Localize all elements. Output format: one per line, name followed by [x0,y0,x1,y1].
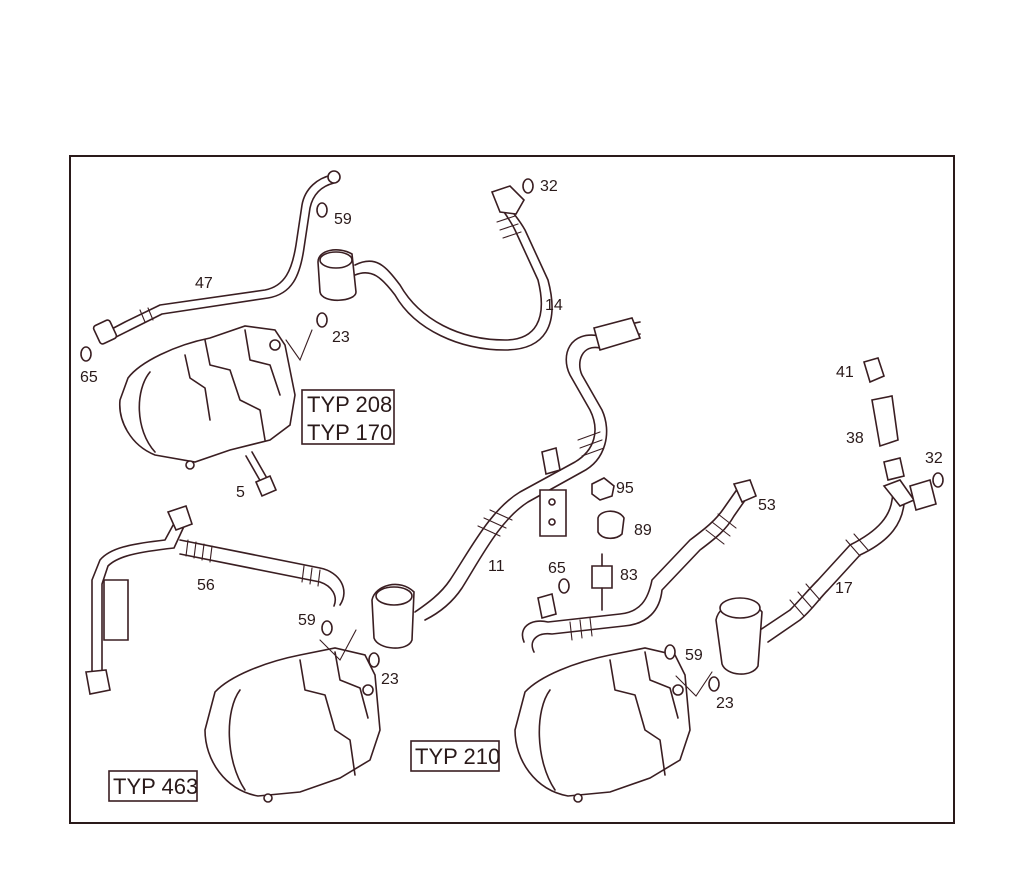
variant-label-line: TYP 208 [307,392,392,417]
service-valve-parts [863,357,905,481]
callout-59-right: 59 [685,647,703,664]
callout-56: 56 [197,577,215,594]
callout-labels: 32 59 47 14 23 65 5 11 95 89 83 65 53 56… [80,178,943,712]
callout-65-top: 65 [80,369,98,386]
callout-23-top: 23 [332,329,350,346]
callout-23-center: 23 [381,671,399,688]
callout-32-top: 32 [540,178,558,195]
callout-89: 89 [634,522,652,539]
variant-label-line: TYP 463 [113,774,198,799]
hose-17 [759,478,937,643]
callout-83: 83 [620,567,638,584]
hose-53 [521,479,758,653]
callout-53: 53 [758,497,776,514]
hose-11 [414,317,642,621]
callout-23-right: 23 [716,695,734,712]
compressor-bottom-left [204,629,381,803]
hose-47 [92,170,341,345]
bolt-5 [245,451,278,498]
diagram-frame [69,155,955,824]
callout-32-right: 32 [925,450,943,467]
callout-38: 38 [846,430,864,447]
callout-59-top: 59 [334,211,352,228]
variant-label-line: TYP 210 [415,744,500,769]
receiver-drier-right [715,597,763,675]
o-rings-right [664,472,944,692]
o-rings-center [321,578,570,668]
compressor-bottom-right [514,647,713,803]
variant-label-typ-463: TYP 463 [108,770,198,802]
callout-5: 5 [236,484,245,501]
switch-83 [591,553,613,611]
nut-95 [591,477,615,501]
variant-label-typ-208-170: TYP 208 TYP 170 [301,389,395,445]
compressor-top [119,325,296,470]
callout-41: 41 [836,364,854,381]
callout-59-center: 59 [298,612,316,629]
callout-95: 95 [616,480,634,497]
callout-47: 47 [195,275,213,292]
hose-14 [354,185,553,351]
variant-label-typ-210: TYP 210 [410,740,500,772]
receiver-drier-top [317,249,357,302]
callout-65-center: 65 [548,560,566,577]
callout-14: 14 [545,297,563,314]
variant-label-line: TYP 170 [307,420,392,445]
callout-11: 11 [488,558,505,575]
callout-17: 17 [835,580,853,597]
hose-56 [85,504,345,695]
o-rings-top [80,178,534,362]
clip-89 [597,510,625,540]
receiver-drier-center [371,583,415,649]
